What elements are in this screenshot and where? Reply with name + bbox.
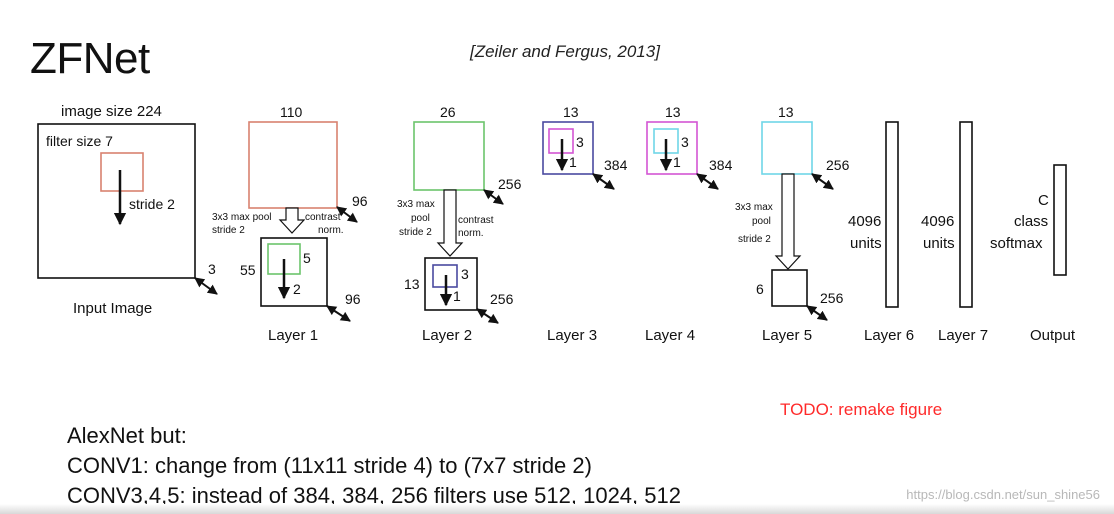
layer4-conv-box (646, 121, 698, 175)
output-label: Output (1030, 327, 1076, 344)
layer1-size: 110 (280, 104, 303, 120)
layer2-stride: 1 (453, 288, 461, 304)
layer4-depth: 384 (709, 157, 733, 173)
bottom-shade (0, 504, 1114, 514)
layer1-pool-arrow (278, 207, 306, 234)
output-c: C (1038, 192, 1049, 209)
slide-title: ZFNet (30, 34, 150, 83)
layer2-pooled-box (424, 257, 478, 311)
input-stride: stride 2 (129, 196, 175, 212)
layer2-pool-line2: pool (411, 213, 430, 224)
layer2-filter: 3 (461, 266, 469, 282)
layer1-pool-line2: stride 2 (212, 225, 245, 236)
layer5-pool-line3: stride 2 (738, 234, 771, 245)
layer2-pooled-size: 13 (404, 276, 420, 292)
layer7-label: Layer 7 (938, 327, 988, 344)
notes-list: AlexNet but: CONV1: change from (11x11 s… (67, 421, 681, 511)
note-line: CONV1: change from (11x11 stride 4) to (… (67, 453, 592, 478)
layer1-pooled-box (260, 237, 328, 307)
layer4-filter: 3 (681, 134, 689, 150)
input-filter-box (100, 152, 144, 192)
layer3-size: 13 (563, 104, 579, 120)
layer4-stride: 1 (673, 154, 681, 170)
layer6-units-label: units (850, 235, 882, 252)
layer3-filter: 3 (576, 134, 584, 150)
citation: [Zeiler and Fergus, 2013] (470, 42, 660, 61)
layer6-fc-bar (885, 121, 899, 308)
layer2-pooled-depth: 256 (490, 291, 514, 307)
input-image-label: Input Image (73, 300, 152, 317)
layer5-pool-line2: pool (752, 216, 771, 227)
layer1-depth-arrow (336, 206, 358, 223)
layer6-units: 4096 (848, 213, 881, 230)
layer1-filter: 5 (303, 250, 311, 266)
input-image-size: image size 224 (61, 103, 162, 120)
layer1-pooled-size: 55 (240, 262, 256, 278)
layer2-norm-line2: norm. (458, 228, 484, 239)
layer1-pool-line1: 3x3 max pool (212, 212, 271, 223)
layer1-stride: 2 (293, 281, 301, 297)
layer5-depth-arrow (811, 173, 834, 190)
input-depth: 3 (208, 261, 216, 277)
layer7-units-label: units (923, 235, 955, 252)
layer4-label: Layer 4 (645, 327, 695, 344)
layer2-depth: 256 (498, 176, 522, 192)
layer2-label: Layer 2 (422, 327, 472, 344)
layer2-pool-line1: 3x3 max (397, 199, 435, 210)
layer4-size: 13 (665, 104, 681, 120)
layer1-pooled-depth: 96 (345, 291, 361, 307)
layer5-pooled-size: 6 (756, 281, 764, 297)
layer2-conv-box (413, 121, 485, 191)
watermark: https://blog.csdn.net/sun_shine56 (906, 487, 1100, 502)
layer1-norm-line1: contrast (305, 212, 341, 223)
output-class: class (1014, 213, 1048, 230)
layer5-pool-arrow (774, 173, 802, 270)
layer3-conv-box (542, 121, 594, 175)
output-softmax-bar (1053, 164, 1067, 276)
layer1-norm-line2: norm. (318, 225, 344, 236)
layer2-size: 26 (440, 104, 456, 120)
input-depth-arrow (194, 277, 218, 295)
layer5-pooled-box (771, 269, 808, 307)
layer2-depth-arrow (483, 189, 504, 205)
layer7-fc-bar (959, 121, 973, 308)
layer5-label: Layer 5 (762, 327, 812, 344)
layer5-pool-line1: 3x3 max (735, 202, 773, 213)
layer2-pool-line3: stride 2 (399, 227, 432, 238)
layer2-norm-line1: contrast (458, 215, 494, 226)
layer5-depth: 256 (826, 157, 850, 173)
layer2-pool-arrow (436, 189, 464, 257)
layer3-depth: 384 (604, 157, 628, 173)
layer2-pooled-depth-arrow (476, 308, 499, 324)
input-image-box (37, 123, 196, 279)
input-filter-size: filter size 7 (46, 133, 113, 149)
layer1-conv-box (248, 121, 338, 209)
todo-note: TODO: remake figure (780, 400, 943, 419)
note-line: CONV3,4,5: instead of 384, 384, 256 filt… (67, 483, 681, 508)
output-softmax: softmax (990, 235, 1043, 252)
zfnet-architecture-diagram: image size 224 filter size 7 stride 2 3 … (37, 103, 1076, 344)
layer7-units: 4096 (921, 213, 954, 230)
layer5-size: 13 (778, 104, 794, 120)
layer6-label: Layer 6 (864, 327, 914, 344)
layer3-depth-arrow (592, 173, 615, 190)
layer1-label: Layer 1 (268, 327, 318, 344)
layer3-label: Layer 3 (547, 327, 597, 344)
layer1-depth: 96 (352, 193, 368, 209)
layer1-pooled-depth-arrow (326, 305, 351, 322)
layer5-conv-box (761, 121, 813, 175)
layer5-pooled-depth-arrow (806, 305, 828, 321)
layer3-stride: 1 (569, 154, 577, 170)
note-line: AlexNet but: (67, 423, 187, 448)
layer4-depth-arrow (696, 173, 719, 190)
layer5-pooled-depth: 256 (820, 290, 844, 306)
